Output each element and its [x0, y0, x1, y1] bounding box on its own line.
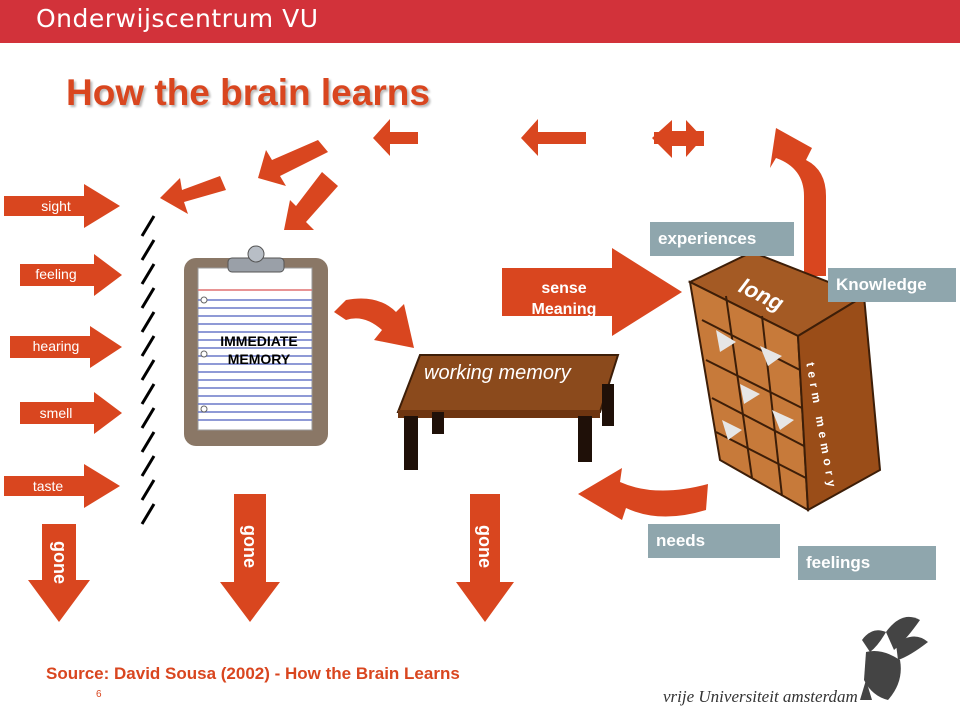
- label-knowledge: Knowledge: [828, 268, 956, 302]
- source-citation: Source: David Sousa (2002) - How the Bra…: [46, 664, 460, 683]
- return-arrow-3: [373, 119, 418, 156]
- sense-label-sight: sight: [41, 198, 71, 214]
- vu-griffin-logo-icon: [860, 616, 928, 700]
- label-experiences: experiences: [650, 222, 794, 256]
- footer-brand: vrije Universiteit amsterdam: [663, 687, 858, 706]
- return-arrows: [373, 119, 704, 158]
- immediate-memory-line2: MEMORY: [227, 351, 291, 367]
- gone-arrows: [28, 494, 514, 622]
- label-needs: needs: [648, 524, 780, 558]
- sensory-filter: [140, 215, 156, 525]
- sense-label-smell: smell: [39, 405, 73, 421]
- gone-label-3: gone: [475, 525, 495, 568]
- return-arrow-5: [258, 140, 328, 186]
- curved-up-arrow: [770, 128, 826, 276]
- sense-arrow-sight: [4, 184, 120, 228]
- clipboard-icon: [184, 245, 328, 446]
- sense-arrow-taste: [4, 464, 120, 508]
- sense-meaning-line1: sense: [541, 280, 587, 297]
- sense-label-taste: taste: [32, 478, 64, 494]
- immediate-memory-label: IMMEDIATE MEMORY: [204, 332, 314, 368]
- header-title: Onderwijscentrum VU: [36, 4, 319, 33]
- sense-meaning-arrow: [502, 248, 682, 336]
- desk-icon: [396, 354, 620, 470]
- return-arrow-2: [521, 119, 586, 156]
- gone-arrow-2: [220, 494, 280, 622]
- working-memory-label: working memory: [424, 362, 571, 384]
- sense-arrow-feeling: [20, 254, 122, 296]
- return-arrow-1b: [652, 120, 704, 158]
- gone-label-2: gone: [240, 525, 260, 568]
- sense-meaning-line2: Meaning: [531, 301, 597, 318]
- sense-meaning-label: sense Meaning: [514, 278, 614, 320]
- label-feelings: feelings: [798, 546, 936, 580]
- gone-arrow-1: [28, 524, 90, 622]
- curved-arrow-to-desk: [334, 298, 414, 348]
- header-bar: [0, 0, 960, 43]
- sense-arrow-smell: [20, 392, 122, 434]
- slide-title: How the brain learns: [66, 72, 430, 113]
- immediate-memory-line1: IMMEDIATE: [220, 333, 298, 349]
- sense-label-hearing: hearing: [32, 338, 80, 354]
- gone-arrow-3: [456, 494, 514, 622]
- return-arrow-7: [160, 176, 226, 214]
- sense-label-feeling: feeling: [35, 266, 77, 282]
- gone-label-1: gone: [50, 541, 70, 584]
- sense-arrow-hearing: [10, 326, 122, 368]
- return-arrow-6: [284, 172, 338, 230]
- page-number: 6: [96, 689, 102, 700]
- sense-arrows: [4, 184, 122, 508]
- shelf-icon: [687, 250, 882, 512]
- curved-arrow-back: [578, 468, 708, 520]
